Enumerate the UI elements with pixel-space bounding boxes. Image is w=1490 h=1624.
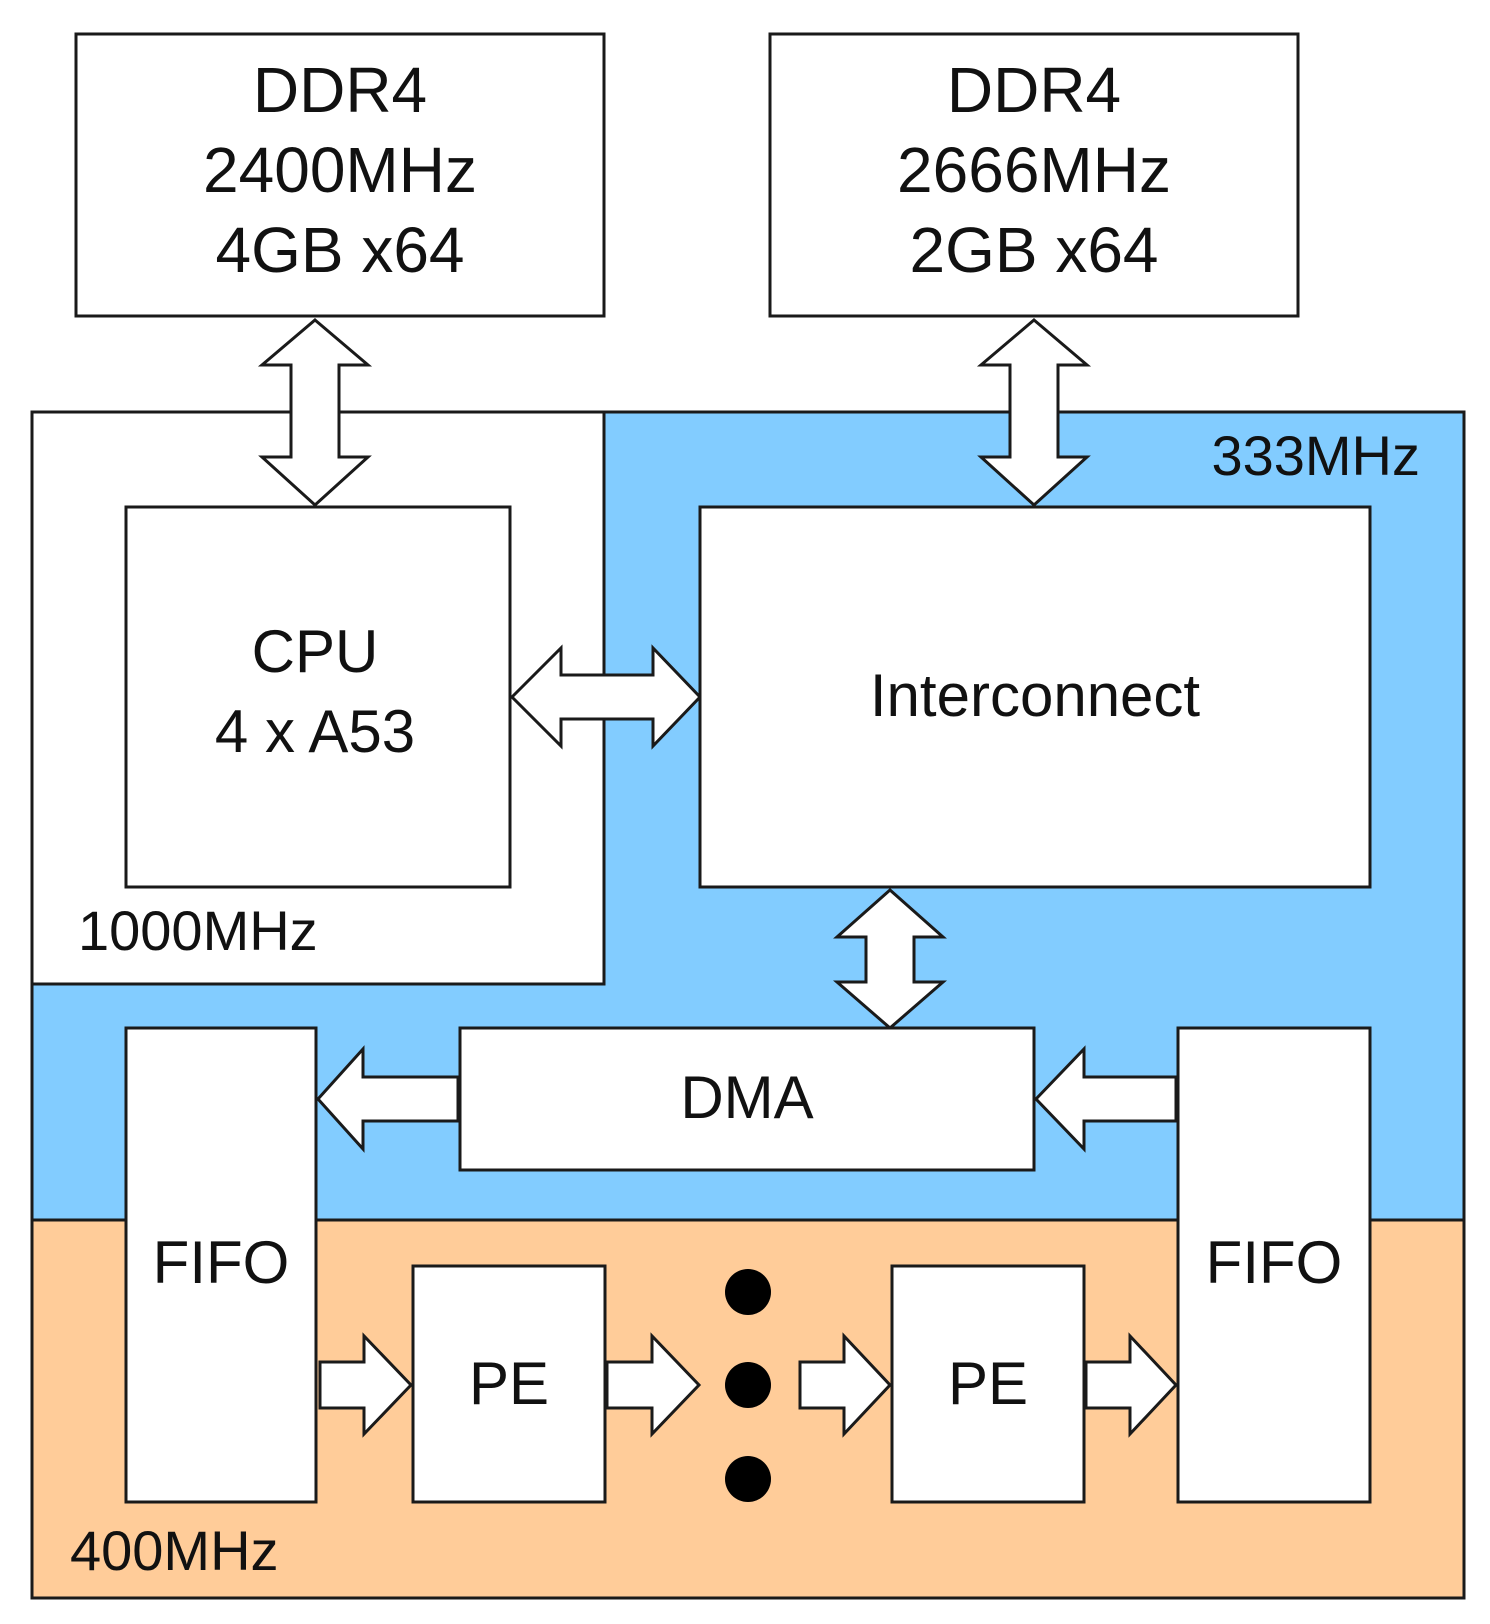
pe-last-label: PE bbox=[948, 1350, 1028, 1417]
ddr4-left-line3: 4GB x64 bbox=[215, 214, 464, 286]
interconnect-label: Interconnect bbox=[870, 662, 1201, 729]
fifo-right-to-dma-arrow bbox=[1033, 1045, 1178, 1153]
clock-1000mhz-label: 1000MHz bbox=[78, 899, 318, 962]
pe-last-to-fifo-right-arrow bbox=[1084, 1332, 1179, 1438]
cpu-cores-label: 4 x A53 bbox=[215, 698, 415, 765]
cpu-box bbox=[124, 505, 512, 889]
cpu-label: CPU bbox=[252, 618, 379, 685]
pe-first-box bbox=[411, 1264, 607, 1504]
clock-333mhz-label: 333MHz bbox=[1211, 424, 1420, 487]
pe-first-to-ellipsis-arrow bbox=[605, 1332, 702, 1438]
pe-first-label: PE bbox=[469, 1350, 549, 1417]
fifo-left-to-pe-first-arrow bbox=[318, 1332, 414, 1438]
ddr4-right-line1: DDR4 bbox=[947, 54, 1121, 126]
ddr-left-cpu-double-arrow bbox=[257, 318, 373, 508]
fifo-right-label: FIFO bbox=[1206, 1229, 1343, 1296]
soc-outline bbox=[30, 410, 1466, 1600]
fifo-left-label: FIFO bbox=[153, 1229, 290, 1296]
clock-400mhz-label: 400MHz bbox=[70, 1519, 279, 1582]
dma-box bbox=[458, 1026, 1036, 1172]
ddr4-right-line3: 2GB x64 bbox=[909, 214, 1158, 286]
ddr-right-interconnect-double-arrow bbox=[976, 318, 1092, 508]
fifo-left-box bbox=[124, 1026, 318, 1504]
fifo-right-box bbox=[1176, 1026, 1372, 1504]
interconnect-box bbox=[698, 505, 1372, 889]
ddr4-left-box bbox=[74, 32, 606, 318]
ddr4-right-box bbox=[768, 32, 1300, 318]
vertical-ellipsis-icon bbox=[725, 1269, 771, 1502]
ddr4-right-line2: 2666MHz bbox=[897, 134, 1171, 206]
ddr4-left-line2: 2400MHz bbox=[203, 134, 477, 206]
ellipsis-to-pe-last-arrow bbox=[798, 1332, 893, 1438]
ddr4-left-line1: DDR4 bbox=[253, 54, 427, 126]
pe-last-box bbox=[890, 1264, 1086, 1504]
dma-to-fifo-left-arrow bbox=[315, 1045, 460, 1153]
dma-label: DMA bbox=[680, 1064, 813, 1131]
